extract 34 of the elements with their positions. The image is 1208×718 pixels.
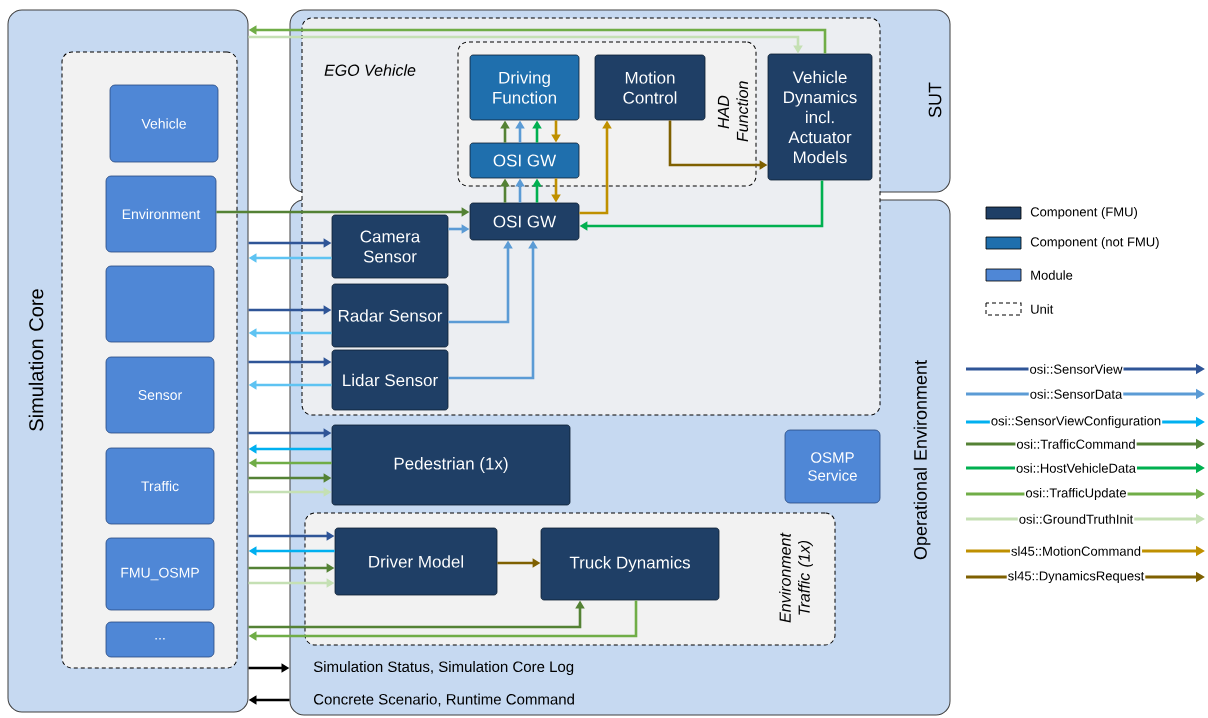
module-box: OSMP Service — [784, 429, 881, 504]
legend-label: osi::SensorViewConfiguration — [989, 414, 1163, 430]
module-box: Sensor — [105, 356, 215, 434]
legend-label: osi::SensorData — [1028, 388, 1124, 400]
component-box: OSI GW — [469, 142, 580, 179]
module-box: Environment — [105, 175, 217, 253]
legend-label: sl45::DynamicsRequest — [1006, 569, 1146, 585]
legend-label: Component (FMU) — [1030, 206, 1137, 220]
edge-label: Simulation Status, Simulation Core Log — [313, 661, 574, 675]
component-box: Camera Sensor — [331, 214, 449, 279]
component-box: Lidar Sensor — [331, 349, 449, 411]
legend-label: osi::SensorView — [1028, 363, 1124, 375]
edge-label: Concrete Scenario, Runtime Command — [313, 693, 574, 707]
legend-label: Component (not FMU) — [1030, 236, 1159, 250]
legend-label: Unit — [1031, 304, 1054, 314]
component-box: Driving Function — [469, 54, 580, 121]
legend-label: osi::GroundTruthInit — [1017, 513, 1135, 525]
module-box — [105, 265, 215, 343]
legend-label: Module — [1031, 270, 1073, 280]
legend-label: osi::HostVehicleData — [1015, 462, 1137, 474]
component-box: Motion Control — [594, 54, 706, 121]
component-box: Truck Dynamics — [540, 527, 720, 601]
component-box: OSI GW — [469, 202, 580, 241]
module-box: Traffic — [105, 447, 215, 525]
component-box: Radar Sensor — [331, 283, 449, 348]
component-box: Pedestrian (1x) — [331, 424, 571, 506]
module-box: Vehicle — [109, 84, 219, 163]
legend-label: sl45::MotionCommand — [1010, 545, 1143, 557]
module-box: ... — [105, 621, 215, 658]
module-box: FMU_OSMP — [105, 537, 215, 611]
component-box: Vehicle Dynamics incl. Actuator Models — [767, 53, 873, 181]
legend-label: osi::TrafficCommand — [1015, 438, 1137, 450]
component-box: Driver Model — [334, 527, 498, 596]
legend-label: osi::TrafficUpdate — [1024, 486, 1128, 502]
